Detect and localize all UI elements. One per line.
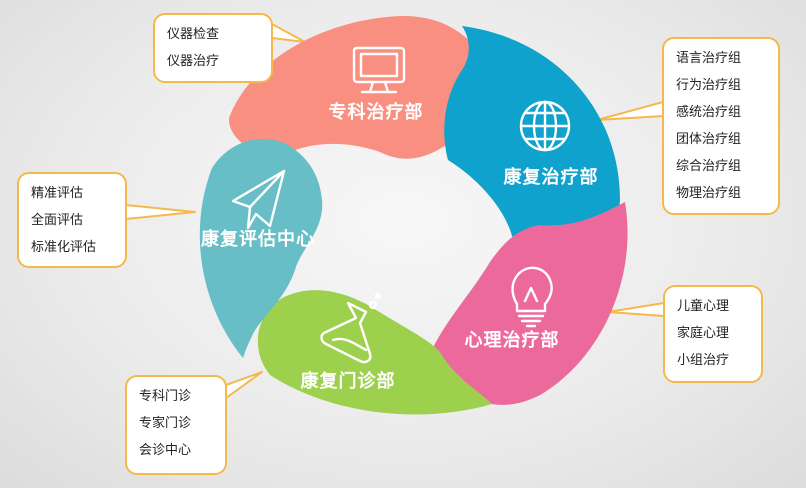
paper-plane-icon	[231, 169, 286, 230]
segment-kangfu-zhiliao[interactable]	[444, 26, 620, 263]
callout-item: 专家门诊	[139, 416, 192, 431]
callout-item: 家庭心理	[677, 326, 730, 341]
callout-item: 综合治疗组	[676, 159, 742, 174]
monitor-icon	[352, 46, 406, 94]
callout-item: 标准化评估	[31, 240, 97, 255]
callout-item: 小组治疗	[677, 353, 730, 368]
callout-zhuanke: 仪器检查 仪器治疗	[153, 13, 273, 83]
callout-pointer-pinggu	[125, 204, 196, 220]
callout-item: 行为治疗组	[676, 78, 742, 93]
callout-item: 仪器检查	[167, 27, 220, 42]
segment-zhuanke[interactable]	[228, 15, 483, 161]
segment-label-zhuanke: 专科治疗部	[329, 101, 424, 123]
callout-item: 物理治疗组	[676, 186, 742, 201]
callout-pinggu: 精准评估 全面评估 标准化评估	[17, 172, 127, 268]
segment-menzhen[interactable]	[257, 290, 492, 415]
callout-pointer-zhuanke	[271, 23, 306, 43]
segment-xinli[interactable]	[432, 202, 628, 405]
segment-label-menzhen: 康复门诊部	[301, 370, 396, 392]
callout-pointer-menzhen	[225, 371, 263, 399]
callout-item: 语言治疗组	[676, 51, 742, 66]
callout-menzhen: 专科门诊 专家门诊 会诊中心	[125, 375, 227, 475]
callout-item: 全面评估	[31, 213, 84, 228]
segment-pinggu[interactable]	[199, 138, 323, 358]
callout-item: 专科门诊	[139, 389, 192, 404]
callout-item: 精准评估	[31, 186, 84, 201]
callout-item: 感统治疗组	[676, 105, 742, 120]
segment-label-kangfu-zhiliao: 康复治疗部	[504, 166, 599, 188]
callout-xinli: 儿童心理 家庭心理 小组治疗	[663, 285, 763, 383]
callout-item: 仪器治疗	[167, 54, 220, 69]
callout-pointer-xinli	[607, 302, 665, 317]
flask-icon	[320, 292, 382, 364]
callout-item: 团体治疗组	[676, 132, 742, 147]
globe-icon	[519, 100, 571, 152]
callout-item: 会诊中心	[139, 443, 192, 458]
callout-kangfu-zhiliao: 语言治疗组 行为治疗组 感统治疗组 团体治疗组 综合治疗组 物理治疗组	[662, 37, 780, 215]
callout-pointer-kangfu-zhiliao	[596, 101, 664, 121]
segment-label-pinggu: 康复评估中心	[201, 228, 315, 250]
segment-label-xinli: 心理治疗部	[465, 329, 560, 351]
lightbulb-icon	[511, 266, 553, 328]
callout-item: 儿童心理	[677, 299, 730, 314]
